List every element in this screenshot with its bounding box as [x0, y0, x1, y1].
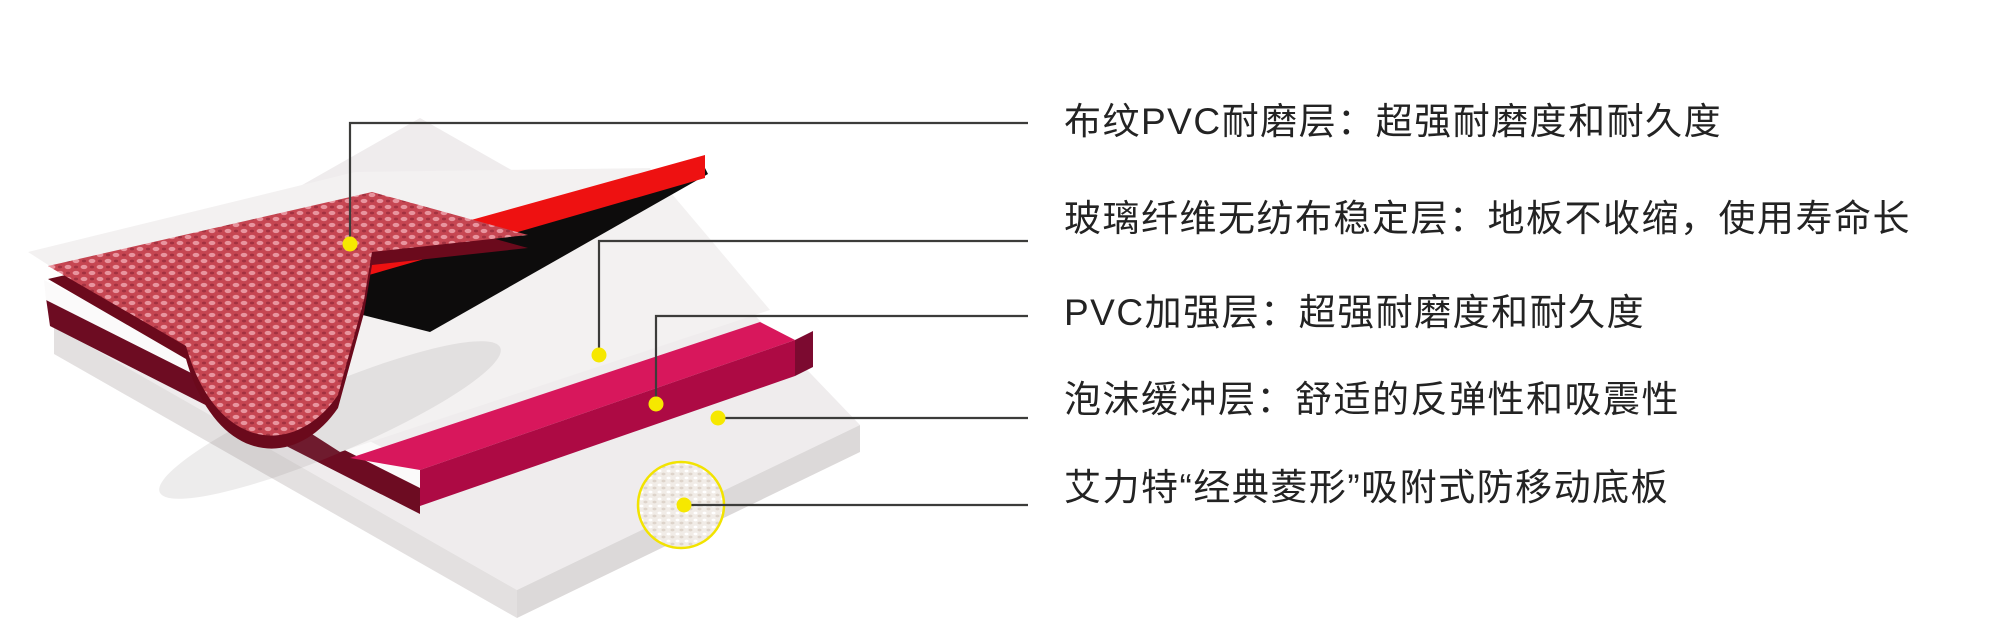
layer-label-pvc-reinforce: PVC加强层：超强耐磨度和耐久度	[1064, 292, 1646, 333]
wear-layer-textured-surface	[48, 192, 528, 436]
foam-layer-front-face	[420, 340, 795, 506]
marker-dot-wear-layer	[342, 236, 358, 252]
layer-label-fiberglass: 玻璃纤维无纺布稳定层：地板不收缩，使用寿命长	[1064, 198, 1911, 239]
marker-dot-base-board	[676, 497, 692, 513]
layer-label-base-board: 艾力特“经典菱形”吸附式防移动底板	[1064, 467, 1670, 508]
layer-label-foam-cushion: 泡沫缓冲层：舒适的反弹性和吸震性	[1064, 379, 1680, 420]
marker-dot-foam-layer	[710, 410, 726, 426]
marker-dot-pvc-reinforce-layer	[648, 396, 664, 412]
layer-label-wear: 布纹PVC耐磨层：超强耐磨度和耐久度	[1064, 101, 1723, 142]
leader-line-fiberglass-layer	[597, 239, 1028, 355]
marker-dot-fiberglass-layer	[591, 347, 607, 363]
base-board-front-left-face	[54, 326, 517, 618]
leader-line-wear-layer	[348, 121, 1028, 244]
foam-layer-right-cap	[795, 331, 813, 376]
foam-layer-top-band	[350, 322, 795, 470]
leader-line-pvc-reinforce-layer	[654, 314, 1028, 404]
curl-shadow	[159, 341, 501, 499]
